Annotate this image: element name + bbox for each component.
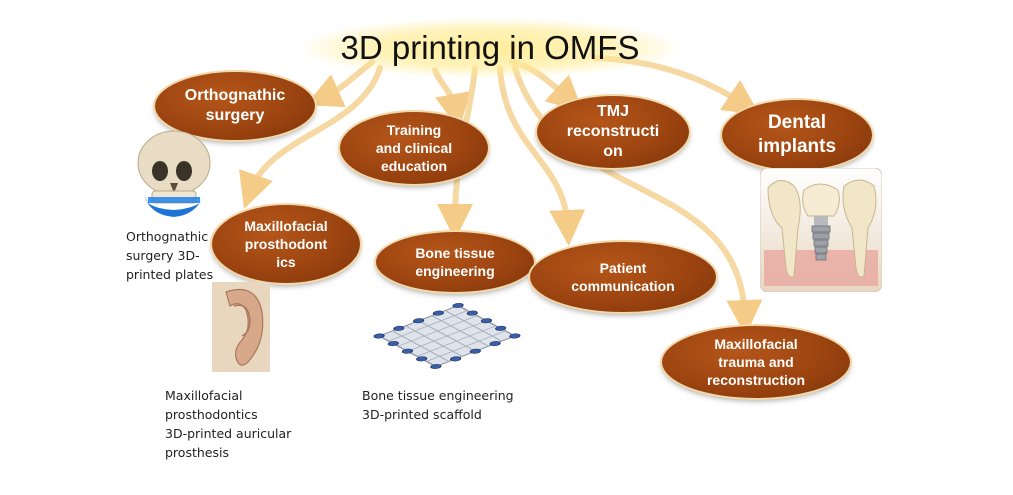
scaffold-mesh-image	[373, 302, 521, 370]
arrow-to-trauma	[512, 65, 763, 336]
node-dental-implants: Dental implants	[722, 100, 872, 170]
ear-prosthesis-image	[212, 282, 270, 372]
caption-bone-scaffold: Bone tissue engineering 3D-printed scaff…	[362, 388, 514, 422]
node-bone-tissue-engineering: Bone tissue engineering	[376, 232, 534, 292]
arrow-to-prosthodontics	[239, 65, 383, 209]
node-maxillofacial-trauma: Maxillofacial trauma and reconstruction	[662, 326, 850, 398]
caption-prosthodontics: Maxillofacial prosthodontics 3D-printed …	[165, 388, 292, 460]
caption-orthognathic: Orthognathic surgery 3D- printed plates	[126, 229, 214, 282]
arrow-to-patient	[497, 65, 586, 246]
diagram-title: 3D printing in OMFS	[300, 18, 680, 78]
skull-image	[137, 130, 211, 217]
dental-implant-image	[760, 168, 882, 292]
node-training-education: Training and clinical education	[340, 112, 488, 184]
node-patient-communication: Patient communication	[530, 242, 716, 312]
node-maxillofacial-prosthodontics: Maxillofacial prosthodont ics	[212, 205, 360, 283]
node-tmj-reconstruction: TMJ reconstructi on	[537, 96, 689, 168]
node-orthognathic-surgery: Orthognathic surgery	[155, 72, 315, 140]
